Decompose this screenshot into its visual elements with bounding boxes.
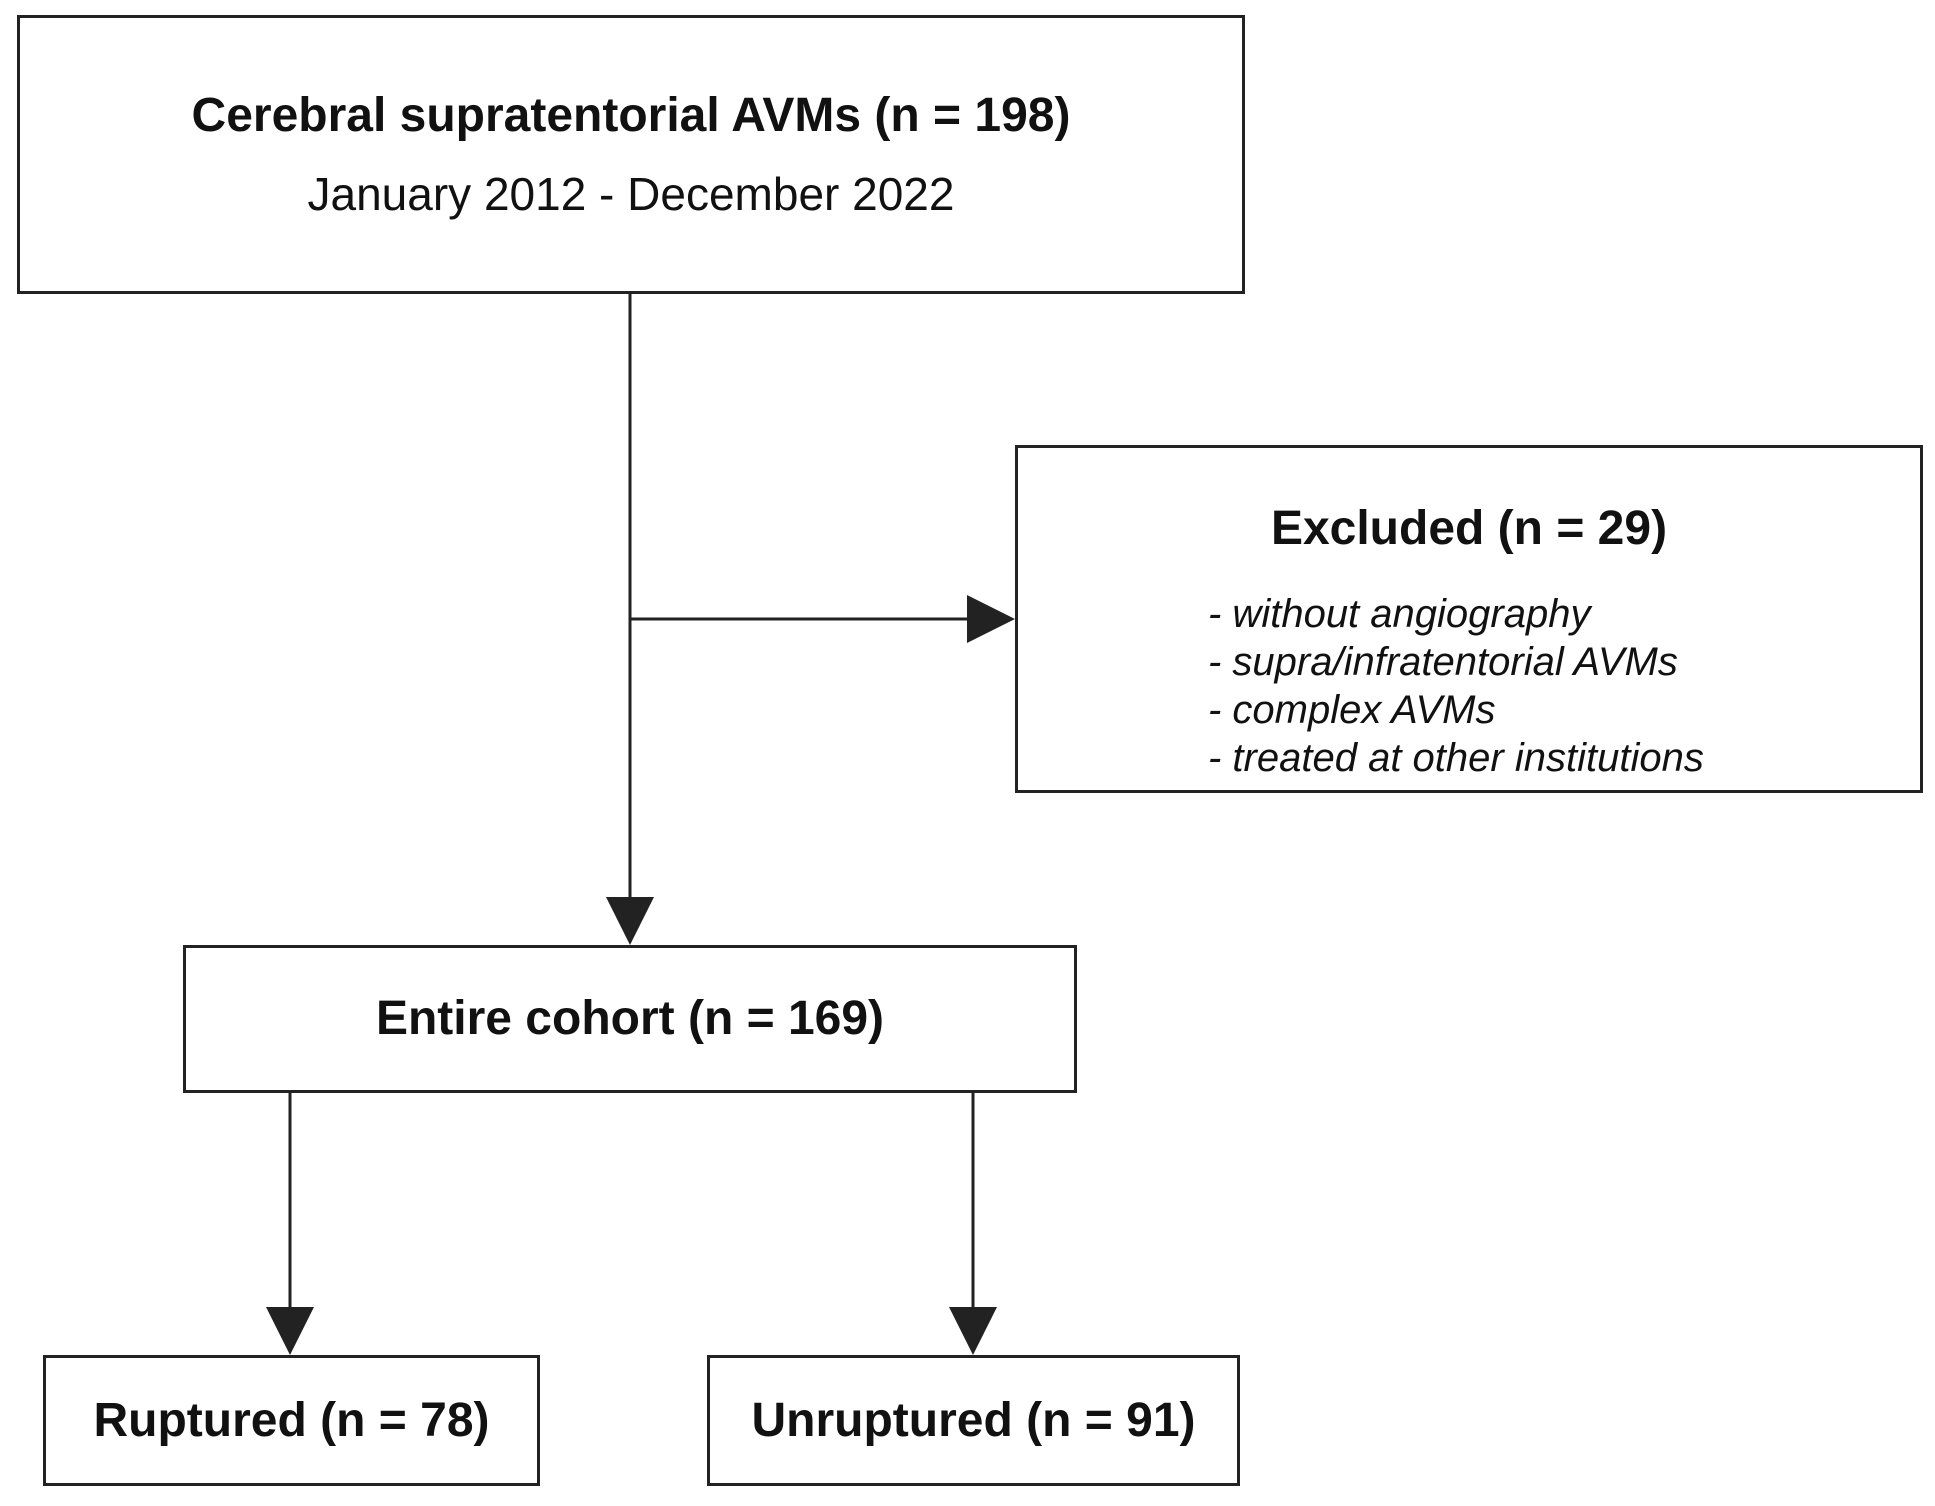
box-initial-population: Cerebral supratentorial AVMs (n = 198) J… <box>17 15 1245 294</box>
arrowhead-unruptured-icon <box>949 1307 997 1355</box>
box-excluded: Excluded (n = 29) - without angiography … <box>1015 445 1923 793</box>
unruptured-title: Unruptured (n = 91) <box>751 1393 1196 1447</box>
study-period: January 2012 - December 2022 <box>307 167 955 220</box>
exclusion-reason: - complex AVMs <box>1208 687 1496 732</box>
arrowhead-ruptured-icon <box>266 1307 314 1355</box>
exclusion-reason: - without angiography <box>1208 591 1591 636</box>
exclusion-reason: - treated at other institutions <box>1208 735 1704 780</box>
arrowhead-excluded-icon <box>967 595 1015 643</box>
initial-population-title: Cerebral supratentorial AVMs (n = 198) <box>191 89 1071 143</box>
box-unruptured: Unruptured (n = 91) <box>707 1355 1240 1486</box>
arrowhead-cohort-icon <box>606 897 654 945</box>
excluded-title: Excluded (n = 29) <box>1270 502 1668 555</box>
exclusion-reasons-list: - without angiography - supra/infratento… <box>1208 590 1704 782</box>
exclusion-reason: - supra/infratentorial AVMs <box>1208 639 1678 684</box>
box-entire-cohort: Entire cohort (n = 169) <box>183 945 1077 1093</box>
box-ruptured: Ruptured (n = 78) <box>43 1355 540 1486</box>
ruptured-title: Ruptured (n = 78) <box>93 1393 490 1447</box>
entire-cohort-title: Entire cohort (n = 169) <box>375 992 885 1046</box>
